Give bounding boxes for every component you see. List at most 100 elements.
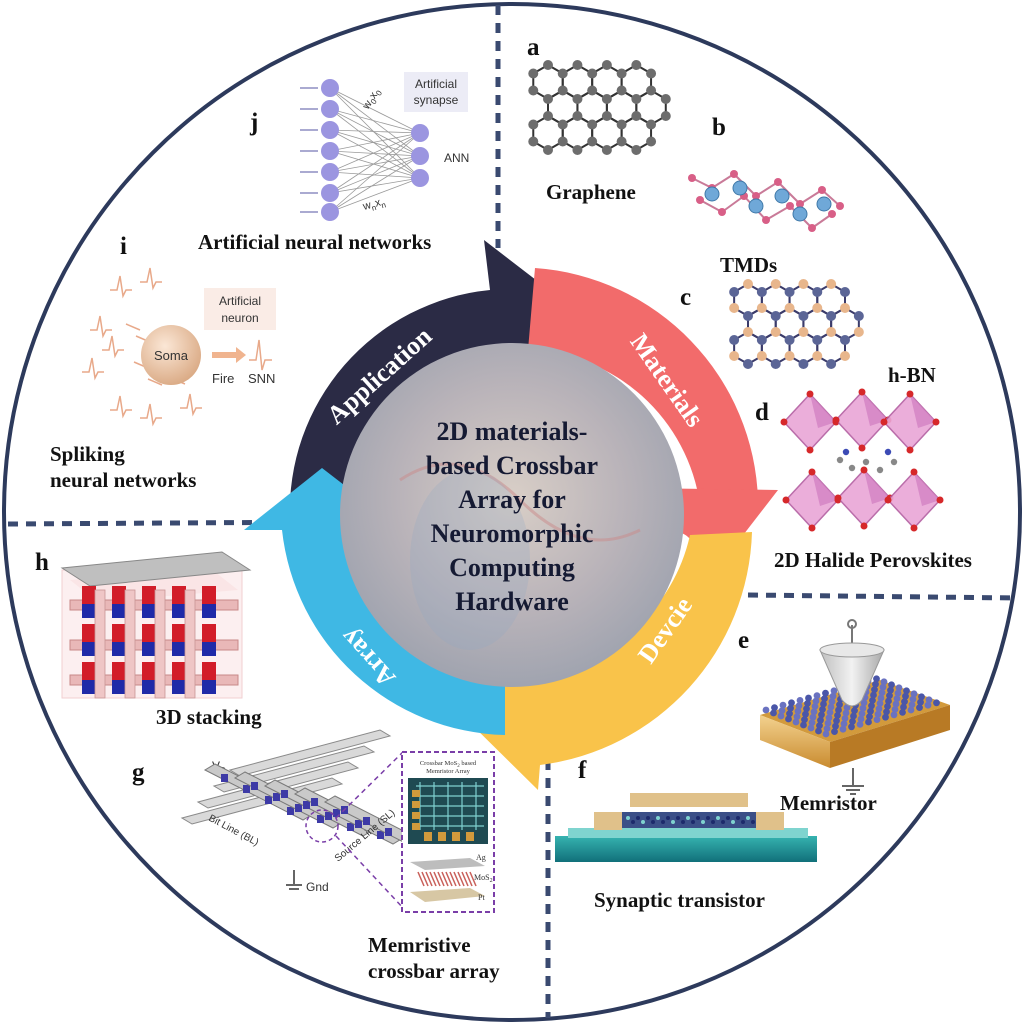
memristor-tip xyxy=(819,649,885,707)
memristor-atom xyxy=(809,713,817,721)
memristor-atom xyxy=(873,716,881,723)
ann-synapse xyxy=(329,171,421,179)
dendrite xyxy=(147,378,163,386)
spike-icon xyxy=(140,403,162,427)
crossbar-cell xyxy=(287,807,294,815)
lattice-atom xyxy=(812,287,823,297)
center-line-2: based Crossbar xyxy=(426,451,598,480)
lattice-atom xyxy=(826,359,837,369)
soma-circle xyxy=(141,325,201,385)
halide-atom xyxy=(782,496,790,504)
halide-atom xyxy=(910,468,918,476)
memristor-atom xyxy=(869,697,876,704)
lattice-atom xyxy=(572,60,583,70)
memristor-label: Memristor xyxy=(780,791,877,815)
lattice-atom xyxy=(660,111,671,121)
inset-pad-left xyxy=(412,801,420,808)
memristor-atom xyxy=(803,705,810,713)
ann-output-neuron xyxy=(411,147,429,165)
memristor-atom xyxy=(795,702,803,710)
memristor-atom xyxy=(910,690,918,698)
halide-atom xyxy=(906,446,914,454)
lattice-atom xyxy=(756,303,767,313)
center-line-6: Hardware xyxy=(455,587,569,616)
crossbar-bottom-line xyxy=(228,729,392,777)
crossbar-cell xyxy=(385,828,392,836)
synapse-label-1: Artificial xyxy=(415,77,457,91)
channel-atom xyxy=(676,816,680,820)
lattice-atom xyxy=(798,311,809,321)
panel-f: f Synaptic transistor xyxy=(555,757,817,912)
memristor-atom xyxy=(793,713,801,720)
lattice-atom xyxy=(616,85,627,96)
lattice-atom xyxy=(743,359,753,369)
stack-vertical-bar xyxy=(184,589,196,699)
halide-atom xyxy=(860,466,868,474)
lattice-atom xyxy=(729,287,740,297)
memristor-atom xyxy=(874,710,882,718)
channel-atom xyxy=(636,816,640,820)
memristor-atom xyxy=(830,687,838,695)
lattice-atom xyxy=(784,335,795,345)
fire-arrow-icon xyxy=(212,347,246,363)
lattice-atom xyxy=(543,94,553,104)
lattice-atom xyxy=(853,311,864,321)
memristor-atom xyxy=(835,706,842,714)
lattice-atom xyxy=(587,68,598,79)
memristor-atom xyxy=(902,692,909,700)
lattice-atom xyxy=(631,111,642,121)
stack-pillar-red xyxy=(82,586,96,604)
lattice-atom xyxy=(616,68,627,79)
memristor-atom xyxy=(823,725,831,732)
lattice-atom xyxy=(616,136,627,147)
nitrogen-atom xyxy=(884,448,892,456)
memristor-atom xyxy=(882,713,889,721)
stack-pillar-blue xyxy=(112,604,126,618)
ann-synapse xyxy=(329,87,421,157)
mos2-bond xyxy=(421,871,429,887)
halide-atom xyxy=(858,444,866,452)
panel-d-letter: d xyxy=(755,399,769,426)
ann-input-neuron xyxy=(321,163,339,181)
organic-cation-atom xyxy=(848,464,856,472)
ann-synapse xyxy=(329,108,421,157)
lattice-atom xyxy=(826,279,837,289)
ann-synapse xyxy=(329,129,421,179)
synapse-label-2: synapse xyxy=(414,93,459,107)
lattice-atom xyxy=(572,94,583,104)
memristor-atom xyxy=(899,709,906,716)
lattice-atom xyxy=(812,303,823,313)
ann-synapse xyxy=(329,132,421,213)
memristor-atom xyxy=(826,709,834,716)
memristor-atom xyxy=(893,695,901,702)
panel-a-letter: a xyxy=(527,34,540,61)
lattice-atom xyxy=(839,351,850,361)
memristor-atom xyxy=(810,708,818,716)
ag-label: Ag xyxy=(476,853,486,862)
crossbar-cell xyxy=(265,796,272,804)
crossbar-cell xyxy=(347,823,354,831)
memristor-substrate-front xyxy=(760,715,830,768)
panel-d: d 2D Halide Perovskites xyxy=(755,388,972,572)
channel-atom xyxy=(716,816,720,820)
artificial-neuron-box xyxy=(204,288,276,330)
memristor-atom xyxy=(867,707,874,715)
stack-pillar-red xyxy=(202,662,216,680)
memristor-atom xyxy=(924,701,932,709)
center-circle xyxy=(340,343,684,687)
ann-synapse xyxy=(329,155,421,213)
tmd-metal-atom xyxy=(816,196,832,212)
stack-pillar-blue xyxy=(172,642,186,656)
lattice-atom xyxy=(729,351,740,361)
gnd-label: Gnd xyxy=(306,880,329,894)
panel-h-letter: h xyxy=(35,549,49,576)
lattice-atom xyxy=(543,111,553,121)
spike-icon xyxy=(180,393,202,417)
memristor-atom xyxy=(925,696,933,704)
memristor-atom xyxy=(827,703,835,711)
mos2-bond xyxy=(465,871,473,887)
snn-title-1: Spliking xyxy=(50,442,125,466)
tmd-bond xyxy=(721,195,745,213)
memristor-atom xyxy=(778,707,786,714)
lattice-atom xyxy=(631,60,642,70)
